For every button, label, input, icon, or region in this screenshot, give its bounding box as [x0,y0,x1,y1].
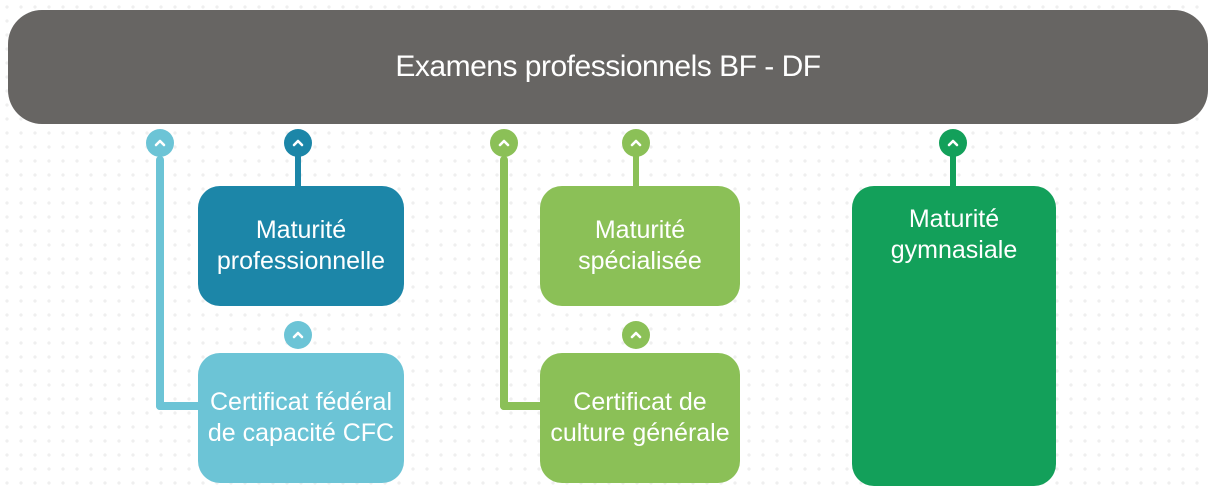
chevron-up-icon [284,129,312,157]
box-label-line: Maturité [594,216,686,244]
header-bar: Examens professionnels BF - DF [8,10,1208,124]
box-label-line: Maturité [908,205,1000,233]
box-maturite-gymnasiale: Maturité gymnasiale [852,186,1056,486]
chevron-up-icon [490,129,518,157]
chevron-up-icon [939,129,967,157]
box-label-line: gymnasiale [890,236,1018,264]
box-certificat-culture-generale: Certificat de culture générale [540,353,740,483]
box-label-line: culture générale [550,419,730,447]
connector-line-cfc-horizontal [156,402,206,410]
box-maturite-specialisee: Maturité spécialisée [540,186,740,306]
connector-line-cfc-vertical [156,156,164,410]
connector-line-maturite-specialisee [633,156,639,188]
box-maturite-professionnelle: Maturité professionnelle [198,186,404,306]
connector-line-maturite-professionnelle [295,156,301,188]
chevron-up-icon [622,321,650,349]
chevron-up-icon [146,129,174,157]
chevron-up-icon [622,129,650,157]
header-title: Examens professionnels BF - DF [395,50,821,83]
box-label-line: de capacité CFC [207,419,395,447]
connector-line-culture-vertical [500,156,508,410]
box-label-line: professionnelle [216,247,386,275]
connector-line-culture-horizontal [500,402,544,410]
box-label-line: Maturité [255,216,347,244]
box-label-line: Certificat fédéral [209,388,393,416]
connector-line-maturite-gymnasiale [950,156,956,188]
box-label-line: spécialisée [578,247,702,275]
box-certificat-cfc: Certificat fédéral de capacité CFC [198,353,404,483]
chevron-up-icon [284,321,312,349]
box-label-line: Certificat de [573,388,707,416]
